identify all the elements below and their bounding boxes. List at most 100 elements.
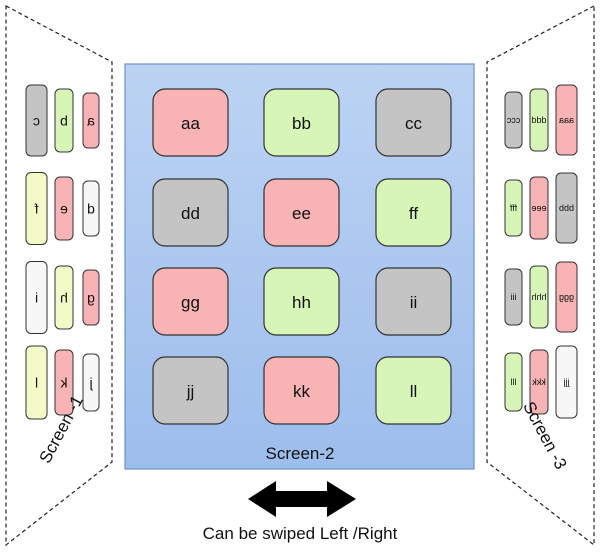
- side-tile-bg: [504, 268, 523, 326]
- side-tile-aaa[interactable]: aaa: [555, 84, 578, 156]
- side-tile-f[interactable]: f: [25, 172, 48, 245]
- side-tile-h[interactable]: h: [54, 265, 74, 330]
- tile-kk[interactable]: kk: [263, 356, 340, 425]
- side-tile-label: l: [35, 375, 38, 391]
- tile-bg: [263, 178, 340, 247]
- tile-ii[interactable]: ii: [375, 267, 452, 336]
- side-tile-label: iii: [511, 292, 517, 302]
- tile-bg: [263, 267, 340, 336]
- side-tile-bg: [555, 172, 578, 244]
- side-tile-bg: [25, 172, 48, 245]
- tile-bg: [152, 178, 229, 247]
- side-tile-bg: [82, 92, 100, 149]
- side-tile-label: ddd: [531, 115, 546, 125]
- side-tile-bg: [555, 261, 578, 333]
- side-tile-bg: [504, 352, 523, 412]
- tile-label: ll: [410, 382, 418, 401]
- tile-label: hh: [292, 293, 311, 312]
- tile-bg: [152, 356, 229, 425]
- side-tile-bg: [529, 265, 549, 329]
- tile-bg: [263, 356, 340, 425]
- side-tile-iii[interactable]: iii: [504, 268, 523, 326]
- tile-label: ff: [409, 204, 418, 223]
- side-tile-bg: [504, 91, 523, 149]
- tile-cc[interactable]: cc: [375, 88, 452, 157]
- side-tile-bg: [54, 176, 74, 241]
- side-tile-label: a: [87, 113, 95, 129]
- side-tile-bg: [529, 349, 549, 415]
- side-tile-j[interactable]: j: [82, 353, 100, 412]
- side-tile-bg: [25, 261, 48, 334]
- side-tile-ddd[interactable]: ddd: [529, 88, 549, 152]
- tile-bg: [375, 178, 452, 247]
- side-tile-bg: [504, 179, 523, 237]
- side-tile-label: bbb: [559, 203, 574, 213]
- side-tile-fff[interactable]: fff: [504, 179, 523, 237]
- side-tile-bg: [54, 265, 74, 330]
- side-tile-label: b: [60, 113, 68, 129]
- side-tile-c[interactable]: c: [25, 84, 48, 157]
- side-tile-bbb[interactable]: bbb: [555, 172, 578, 244]
- side-tile-eee[interactable]: eee: [529, 176, 549, 240]
- side-tile-b[interactable]: b: [54, 88, 74, 153]
- tile-jj[interactable]: jj: [152, 356, 229, 425]
- side-tile-label: aaa: [559, 115, 574, 125]
- side-tile-g[interactable]: g: [82, 269, 100, 326]
- side-tile-label: g: [87, 290, 95, 306]
- side-tile-jjj[interactable]: jjj: [555, 345, 578, 419]
- side-tile-ccc[interactable]: ccc: [504, 91, 523, 149]
- tile-label: ee: [292, 204, 311, 223]
- tile-bb[interactable]: bb: [263, 88, 340, 157]
- side-tile-label: k: [60, 375, 68, 391]
- side-tile-a[interactable]: a: [82, 92, 100, 149]
- side-tile-label: fff: [509, 203, 517, 213]
- double-arrow-icon: [248, 481, 356, 517]
- tile-bg: [375, 267, 452, 336]
- tile-label: jj: [186, 382, 195, 401]
- tile-dd[interactable]: dd: [152, 178, 229, 247]
- side-tile-bg: [529, 88, 549, 152]
- side-tile-label: jjj: [564, 377, 571, 387]
- side-tile-k[interactable]: k: [54, 349, 74, 416]
- side-tile-ggg[interactable]: ggg: [555, 261, 578, 333]
- tile-label: kk: [293, 382, 311, 401]
- side-tile-d[interactable]: d: [82, 180, 100, 237]
- tile-hh[interactable]: hh: [263, 267, 340, 336]
- side-tile-kkk[interactable]: kkk: [529, 349, 549, 415]
- side-tile-label: d: [87, 201, 95, 217]
- side-tile-bg: [529, 176, 549, 240]
- side-tile-bg: [82, 180, 100, 237]
- tile-label: cc: [405, 114, 423, 133]
- side-tile-bg: [54, 88, 74, 153]
- side-tile-label: ccc: [506, 115, 520, 125]
- side-tile-label: f: [34, 201, 38, 217]
- tile-bg: [152, 88, 229, 157]
- side-tile-label: i: [35, 290, 38, 306]
- side-tile-l[interactable]: l: [25, 345, 48, 420]
- tile-gg[interactable]: gg: [152, 267, 229, 336]
- side-tile-label: eee: [531, 203, 546, 213]
- side-tile-bg: [25, 84, 48, 157]
- side-tile-e[interactable]: e: [54, 176, 74, 241]
- tile-bg: [152, 267, 229, 336]
- tile-ll[interactable]: ll: [375, 356, 452, 425]
- tile-bg: [375, 356, 452, 425]
- side-tile-label: hhh: [531, 292, 546, 302]
- side-tile-label: lll: [511, 377, 517, 387]
- tile-label: gg: [181, 293, 200, 312]
- screen-3-tiles: ccc ddd aaa fff eee bbb iii hhh ggg lll kkk jjj: [504, 84, 578, 419]
- tile-label: ii: [410, 293, 418, 312]
- side-tile-i[interactable]: i: [25, 261, 48, 334]
- side-tile-lll[interactable]: lll: [504, 352, 523, 412]
- side-tile-label: c: [33, 113, 40, 129]
- tile-ff[interactable]: ff: [375, 178, 452, 247]
- side-tile-label: j: [89, 375, 93, 391]
- tile-aa[interactable]: aa: [152, 88, 229, 157]
- side-tile-label: ggg: [559, 292, 574, 302]
- side-tile-bg: [555, 345, 578, 419]
- side-tile-hhh[interactable]: hhh: [529, 265, 549, 329]
- tile-ee[interactable]: ee: [263, 178, 340, 247]
